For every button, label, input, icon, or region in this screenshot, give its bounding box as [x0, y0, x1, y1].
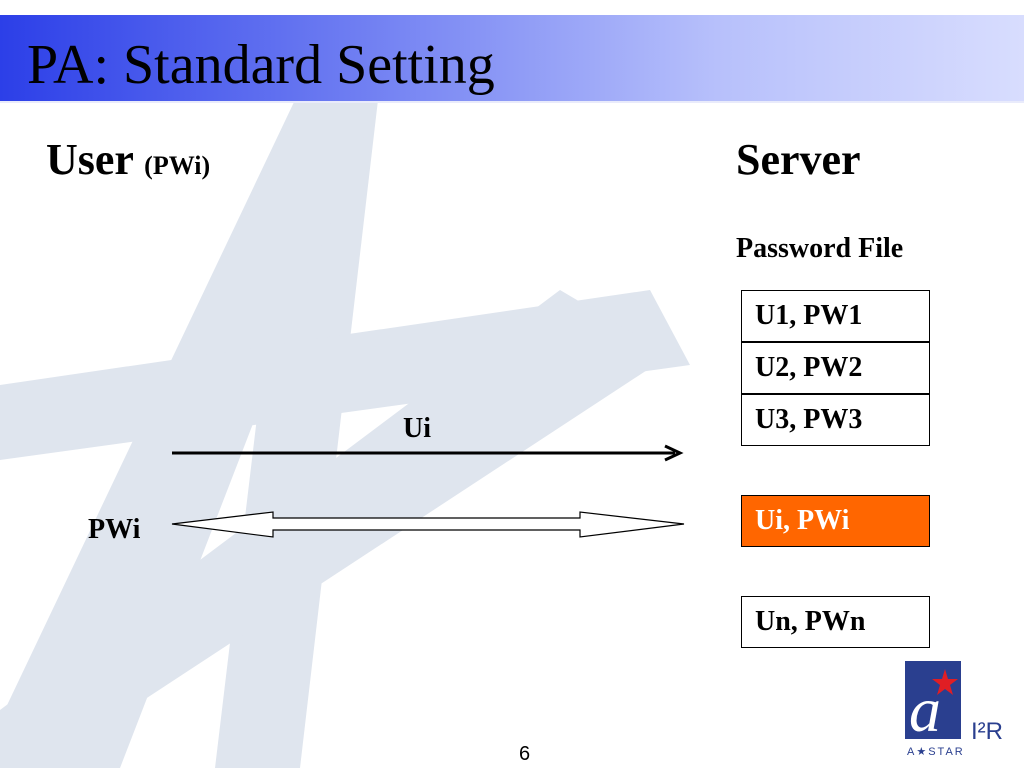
- password-record-highlighted: Ui, PWi: [741, 495, 930, 547]
- password-double-arrow: [171, 511, 685, 538]
- astar-logo-icon: a A★STAR I²R: [905, 661, 1003, 758]
- user-label: User: [46, 135, 134, 184]
- user-heading: User (PWi): [46, 138, 210, 182]
- password-record-3: U3, PW3: [741, 394, 930, 446]
- password-file-label: Password File: [736, 233, 904, 264]
- logo-org-text: A★STAR: [907, 746, 965, 758]
- password-record-1: U1, PW1: [741, 290, 930, 342]
- server-heading: Server: [736, 135, 861, 184]
- slide-title: PA: Standard Setting: [27, 34, 495, 96]
- username-message-label: Ui: [403, 413, 431, 444]
- svg-text:a: a: [909, 674, 941, 745]
- astar-i2r-logo: a A★STAR I²R: [903, 661, 1023, 761]
- password-message-label: PWi: [88, 514, 141, 545]
- user-password-note: (PWi): [144, 151, 211, 180]
- username-arrow: [172, 444, 684, 462]
- page-number: 6: [519, 743, 531, 765]
- title-bar: PA: Standard Setting: [0, 15, 1024, 103]
- password-record-2: U2, PW2: [741, 342, 930, 394]
- logo-unit-text: I²R: [971, 718, 1003, 745]
- password-record-last: Un, PWn: [741, 596, 930, 648]
